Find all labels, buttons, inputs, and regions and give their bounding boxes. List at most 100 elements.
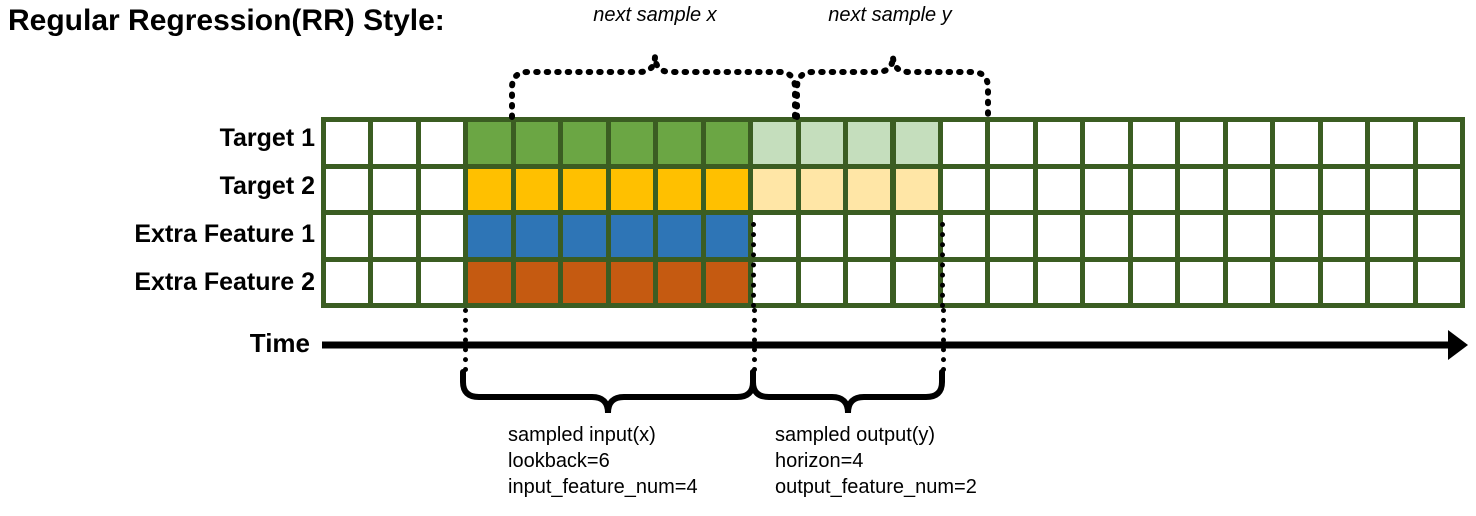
cell-empty <box>1037 215 1081 257</box>
guide-line-input-start <box>463 308 468 372</box>
cell-empty <box>326 122 369 164</box>
cell-input <box>658 261 701 303</box>
cell-input <box>515 215 559 257</box>
cell-empty <box>1275 261 1318 303</box>
time-axis-label: Time <box>249 328 310 358</box>
row-label-extra-feature-2: Extra Feature 2 <box>134 268 315 296</box>
cell-output <box>848 168 891 210</box>
cell-output <box>895 122 938 164</box>
caption-input-line-2: lookback=6 <box>508 450 610 472</box>
cell-input <box>610 215 654 257</box>
cell-input <box>468 168 511 210</box>
cell-empty <box>942 261 986 303</box>
cell-empty <box>373 261 416 303</box>
cell-input <box>705 168 749 210</box>
cell-input <box>515 168 559 210</box>
caption-sampled-output: sampled output(y) horizon=4 output_featu… <box>775 422 977 500</box>
caption-output-line-2: horizon=4 <box>775 450 864 472</box>
caption-input-line-3: input_feature_num=4 <box>508 476 698 498</box>
caption-output-line-3: output_feature_num=2 <box>775 476 977 498</box>
timeseries-grid <box>321 117 1465 308</box>
cell-output <box>753 122 796 164</box>
row-label-target-2: Target 2 <box>219 172 315 200</box>
cell-empty <box>420 122 464 164</box>
cell-output <box>848 261 891 303</box>
cell-empty <box>1180 168 1223 210</box>
cell-input <box>658 168 701 210</box>
cell-empty <box>1037 168 1081 210</box>
cell-output <box>848 122 891 164</box>
cell-empty <box>1417 215 1460 257</box>
cell-empty <box>326 261 369 303</box>
cell-empty <box>1085 168 1128 210</box>
top-brace-y <box>794 55 991 120</box>
cell-empty <box>1322 168 1366 210</box>
cell-output <box>800 168 844 210</box>
cell-empty <box>1037 261 1081 303</box>
cell-empty <box>942 168 986 210</box>
cell-empty <box>990 261 1033 303</box>
cell-empty <box>1227 168 1271 210</box>
cell-output <box>895 215 938 257</box>
cell-input <box>658 215 701 257</box>
cell-empty <box>1085 261 1128 303</box>
cell-empty <box>1180 122 1223 164</box>
caption-input-line-1: sampled input(x) <box>508 424 656 446</box>
cell-input <box>610 261 654 303</box>
cell-empty <box>1275 122 1318 164</box>
cell-input <box>705 122 749 164</box>
top-brace-x <box>509 55 798 120</box>
cell-empty <box>990 122 1033 164</box>
caption-output-line-1: sampled output(y) <box>775 424 936 446</box>
cell-input <box>610 122 654 164</box>
cell-output <box>800 215 844 257</box>
cell-empty <box>1275 215 1318 257</box>
cell-input <box>515 261 559 303</box>
cell-empty <box>420 215 464 257</box>
cell-output <box>895 261 938 303</box>
cell-empty <box>1322 215 1366 257</box>
guide-line-output-end <box>941 308 946 372</box>
cell-empty <box>1417 122 1460 164</box>
cell-empty <box>1180 261 1223 303</box>
cell-empty <box>1275 168 1318 210</box>
cell-empty <box>1370 261 1413 303</box>
cell-empty <box>420 168 464 210</box>
cell-input <box>563 168 606 210</box>
cell-input <box>658 122 701 164</box>
cell-input <box>563 122 606 164</box>
cell-empty <box>1132 215 1176 257</box>
guide-line-xcol-right <box>940 222 945 308</box>
cell-input <box>468 122 511 164</box>
cell-input <box>468 215 511 257</box>
page-title: Regular Regression(RR) Style: <box>8 4 445 37</box>
caption-sampled-input: sampled input(x) lookback=6 input_featur… <box>508 422 698 500</box>
cell-empty <box>1370 168 1413 210</box>
cell-empty <box>373 215 416 257</box>
cell-empty <box>1417 168 1460 210</box>
cell-empty <box>373 122 416 164</box>
guide-line-xcol-left <box>751 222 756 308</box>
cell-empty <box>1132 261 1176 303</box>
cell-empty <box>373 168 416 210</box>
cell-empty <box>942 122 986 164</box>
cell-empty <box>1132 168 1176 210</box>
bottom-brace-input <box>460 369 756 414</box>
time-axis-arrow-icon <box>322 330 1468 360</box>
cell-empty <box>1370 122 1413 164</box>
cell-output <box>848 215 891 257</box>
cell-empty <box>990 168 1033 210</box>
cell-empty <box>1322 122 1366 164</box>
row-label-target-1: Target 1 <box>219 124 315 152</box>
cell-input <box>515 122 559 164</box>
cell-input <box>468 261 511 303</box>
cell-empty <box>1085 215 1128 257</box>
cell-empty <box>1085 122 1128 164</box>
cell-output <box>895 168 938 210</box>
cell-empty <box>1227 215 1271 257</box>
guide-line-input-end <box>752 308 757 372</box>
cell-input <box>705 261 749 303</box>
row-label-extra-feature-1: Extra Feature 1 <box>134 220 315 248</box>
cell-empty <box>420 261 464 303</box>
